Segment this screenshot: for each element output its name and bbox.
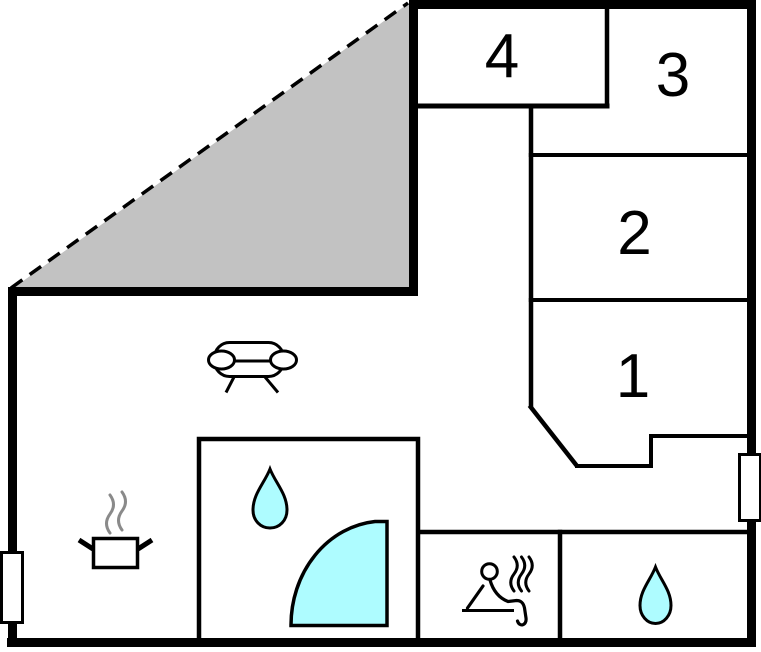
window-icon-right [738, 453, 761, 522]
room-3-label: 3 [656, 41, 690, 110]
room-1-label: 1 [616, 342, 650, 411]
room-4-label: 4 [485, 22, 519, 91]
sauna-person-icon [462, 555, 534, 627]
shower-tray-icon [289, 519, 389, 628]
sauna-person-arm [465, 584, 485, 610]
pot-body [91, 536, 140, 570]
interior-walls [409, 2, 751, 643]
sofa-armrest [207, 349, 236, 371]
sofa-icon [207, 341, 298, 394]
window-icon-left [0, 551, 24, 624]
sofa-leg [224, 376, 236, 394]
stove-pot-icon [77, 490, 154, 570]
room-2-label: 2 [617, 199, 651, 268]
sofa-armrest [269, 349, 298, 371]
water-drop-icon [638, 562, 673, 626]
steam-icon [105, 490, 127, 535]
water-drop-icon [251, 464, 289, 530]
pot-handles [77, 537, 154, 552]
steam-line [117, 490, 127, 532]
outer-walls [7, 0, 756, 647]
heat-wave [516, 555, 527, 593]
sofa-leg [263, 376, 280, 394]
heat-waves-icon [509, 555, 534, 593]
heat-wave [524, 555, 534, 593]
sauna-person-head [480, 562, 499, 581]
heat-wave [509, 555, 519, 593]
steam-line [105, 493, 115, 535]
roof-overhang-dashed-edge [9, 1, 410, 290]
wall-room1-diagonal [527, 404, 579, 468]
sauna-person-body [488, 578, 528, 627]
